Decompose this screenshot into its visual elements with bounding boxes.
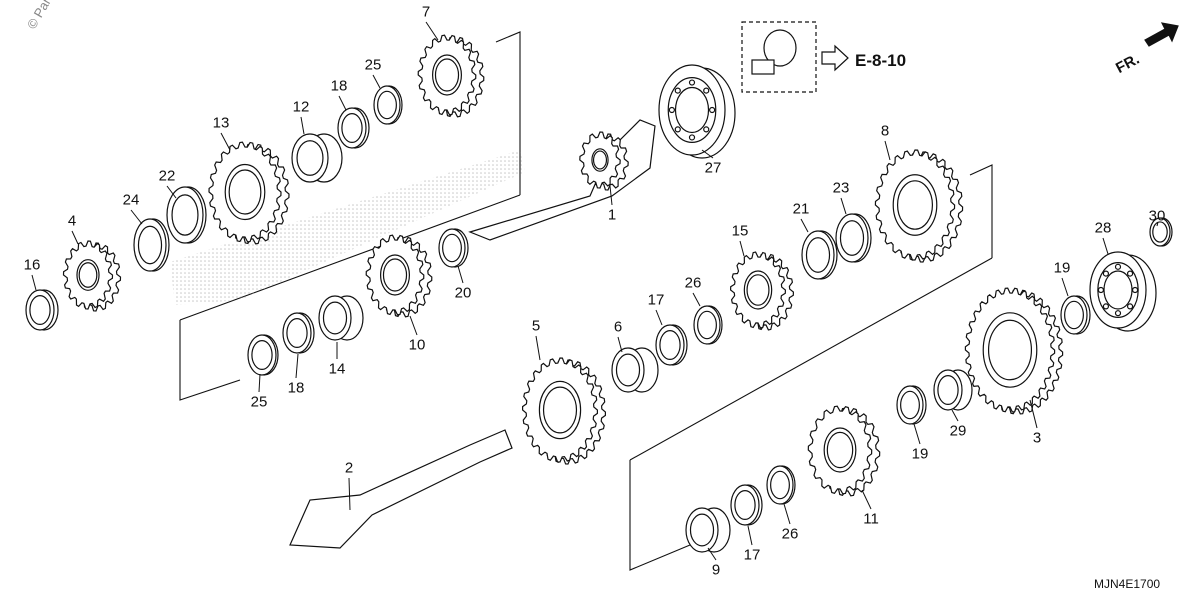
callout-14: 14 xyxy=(328,360,346,378)
callout-6: 6 xyxy=(613,318,623,336)
bushing-14 xyxy=(318,295,364,341)
gear-8 xyxy=(874,149,964,263)
bushing-6 xyxy=(611,347,659,393)
needle-bearing-29 xyxy=(933,369,973,411)
gear-13 xyxy=(208,141,290,245)
gear-15 xyxy=(729,251,795,331)
callout-30: 30 xyxy=(1148,207,1166,225)
splined-washer-17a xyxy=(655,324,688,366)
callout-2: 2 xyxy=(344,459,354,477)
callout-4: 4 xyxy=(67,212,77,230)
lock-washer-24 xyxy=(133,218,170,272)
counter-shaft-2 xyxy=(289,429,513,549)
gear-7 xyxy=(417,34,485,118)
callout-12: 12 xyxy=(292,98,310,116)
splined-washer-18a xyxy=(337,107,370,149)
circlip-25a xyxy=(373,85,403,125)
splined-washer-18b xyxy=(282,312,315,354)
gear-3 xyxy=(964,287,1064,415)
callout-20: 20 xyxy=(454,284,472,302)
callout-26a: 26 xyxy=(684,274,702,292)
callout-17a: 17 xyxy=(647,291,665,309)
needle-bearing-9 xyxy=(685,507,731,553)
circlip-26b xyxy=(766,465,796,505)
callout-11: 11 xyxy=(863,510,879,528)
callout-16: 16 xyxy=(23,256,41,274)
callout-18b: 18 xyxy=(287,379,305,397)
callout-26b: 26 xyxy=(781,525,799,543)
washer-20 xyxy=(438,228,469,268)
callout-15: 15 xyxy=(731,222,749,240)
callout-25b: 25 xyxy=(250,393,268,411)
callout-9: 9 xyxy=(711,561,721,579)
bearing-28 xyxy=(1089,251,1157,332)
splined-washer-22 xyxy=(166,186,207,244)
washer-16 xyxy=(25,289,59,331)
bearing-27 xyxy=(658,64,736,159)
callout-10: 10 xyxy=(408,336,426,354)
shaded-band xyxy=(170,150,525,305)
callout-19a: 19 xyxy=(1053,259,1071,277)
bushing-12 xyxy=(291,133,343,183)
callout-25a: 25 xyxy=(364,56,382,74)
callout-8: 8 xyxy=(880,122,890,140)
callout-3: 3 xyxy=(1032,429,1042,447)
callout-21: 21 xyxy=(792,200,810,218)
callout-28: 28 xyxy=(1094,219,1112,237)
gear-1-teeth xyxy=(579,131,629,191)
callout-18a: 18 xyxy=(330,77,348,95)
reference-inset xyxy=(741,21,849,93)
washer-19b xyxy=(896,385,927,425)
callout-1: 1 xyxy=(607,206,617,224)
washer-19a xyxy=(1060,295,1091,335)
callout-17b: 17 xyxy=(743,546,761,564)
callout-29: 29 xyxy=(949,422,967,440)
gear-4 xyxy=(62,240,122,312)
gear-5 xyxy=(522,357,606,465)
diagram-code: MJN4E1700 xyxy=(1094,577,1161,591)
gear-11 xyxy=(807,405,881,497)
callout-22: 22 xyxy=(158,167,176,185)
callout-7: 7 xyxy=(421,3,431,21)
callout-23: 23 xyxy=(832,179,850,197)
splined-washer-21 xyxy=(801,230,838,280)
reference-link-e-8-10[interactable]: E-8-10 xyxy=(855,51,907,70)
callout-27: 27 xyxy=(704,159,722,177)
splined-washer-17b xyxy=(730,484,763,526)
callout-5: 5 xyxy=(531,317,541,335)
callout-24: 24 xyxy=(122,191,140,209)
callout-19b: 19 xyxy=(911,445,929,463)
circlip-25b xyxy=(247,334,279,376)
gear-10 xyxy=(365,234,433,318)
callout-13: 13 xyxy=(212,114,230,132)
splined-washer-23 xyxy=(835,213,872,263)
front-arrow-icon xyxy=(1144,22,1179,47)
circlip-26a xyxy=(693,305,723,345)
